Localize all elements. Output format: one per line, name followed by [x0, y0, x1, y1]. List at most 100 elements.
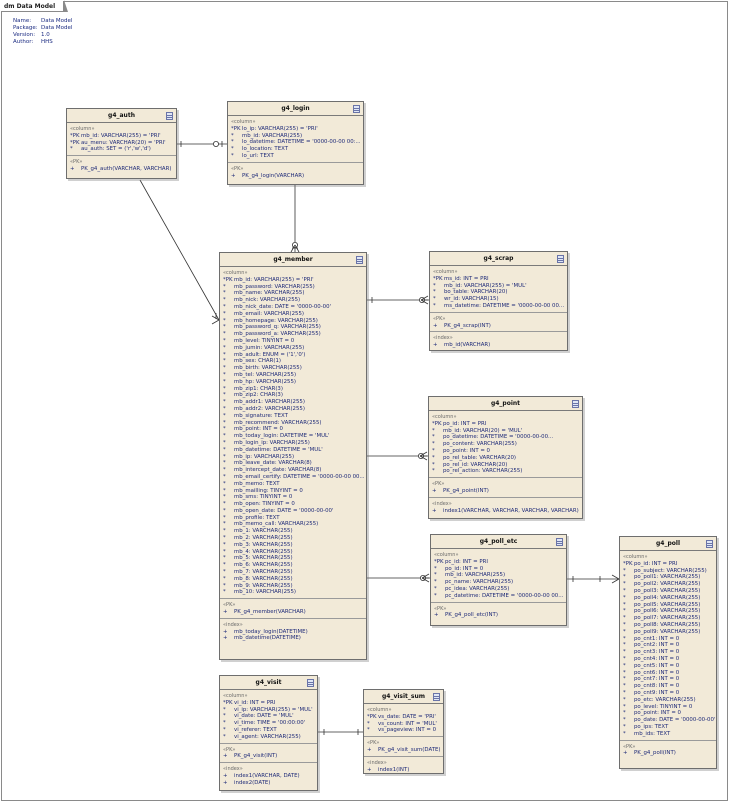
attribute-marker: *PK [623, 560, 633, 567]
attribute-text: po_id: INT = PRI [443, 420, 487, 427]
entity-attribute: *lo_datetime: DATETIME = '0000-00-00 00:… [231, 139, 361, 146]
entity-attribute: *po_point: INT = 0 [432, 448, 579, 455]
attribute-text: mb_id: VARCHAR(255) = 'MUL' [444, 282, 527, 289]
entity-attribute: *po_point: INT = 0 [623, 710, 713, 717]
attribute-marker: * [223, 514, 226, 521]
table-icon [433, 693, 440, 701]
attribute-marker: * [433, 282, 436, 289]
attribute-marker: * [223, 324, 226, 331]
section-stereotype: «column» [70, 126, 95, 132]
section-stereotype: «column» [433, 269, 458, 275]
relationship-line [611, 574, 620, 580]
attribute-marker: * [223, 535, 226, 542]
attribute-text: mb_id(VARCHAR) [444, 342, 491, 349]
attribute-marker: * [432, 454, 435, 461]
attribute-marker: * [223, 365, 226, 372]
entity-section: «index»+index1(INT) [364, 757, 443, 773]
attribute-marker: * [433, 302, 436, 309]
attribute-text: pc_id: INT = PRI [445, 558, 488, 565]
attribute-text: po_point: INT = 0 [634, 710, 681, 717]
section-stereotype: «PK» [231, 165, 244, 172]
attribute-text: po_cnt1: INT = 0 [634, 635, 680, 642]
entity-attribute: +index2(DATE) [223, 780, 314, 787]
entity-attribute: *mb_recommend: VARCHAR(255) [223, 420, 363, 427]
attribute-marker: * [623, 662, 626, 669]
section-stereotype: «index» [432, 500, 452, 507]
attribute-text: bo_table: VARCHAR(20) [444, 289, 508, 296]
entity-section: «PK»+PK_g4_poll_etc(INT) [431, 603, 566, 622]
attribute-marker: * [223, 473, 226, 480]
attribute-text: po_poll3: VARCHAR(255) [634, 587, 701, 594]
attribute-marker: * [223, 575, 226, 582]
entity-attribute: *po_poll3: VARCHAR(255) [623, 588, 713, 595]
attribute-text: PK_g4_scrap(INT) [444, 322, 491, 329]
entity-title: g4_scrap [430, 252, 567, 266]
entity-attribute: *vs_pageview: INT = 0 [367, 727, 440, 734]
attribute-marker: * [223, 392, 226, 399]
entity-attribute: *vi_date: DATE = 'MUL' [223, 713, 314, 720]
attribute-text: PK_g4_login(VARCHAR) [242, 172, 305, 179]
attribute-text: mb_id: VARCHAR(255) = 'PRI' [81, 132, 161, 139]
attribute-text: po_poll5: VARCHAR(255) [634, 601, 701, 608]
entity-title-text: g4_scrap [483, 255, 514, 262]
attribute-marker: * [623, 655, 626, 662]
attribute-text: mb_password_a: VARCHAR(255) [234, 331, 321, 338]
entity-attribute: *mb_zip1: CHAR(3) [223, 386, 363, 393]
attribute-text: index1(VARCHAR, VARCHAR, VARCHAR, VARCHA… [443, 507, 579, 514]
attribute-marker: * [432, 427, 435, 434]
entity-attribute: +index1(VARCHAR, VARCHAR, VARCHAR, VARCH… [432, 508, 579, 515]
entity-attribute: *po_poll9: VARCHAR(255) [623, 629, 713, 636]
attribute-marker: * [223, 337, 226, 344]
entity-attribute: *po_poll1: VARCHAR(255) [623, 574, 713, 581]
attribute-text: mb_addr1: VARCHAR(255) [234, 399, 305, 406]
attribute-text: mb_password: VARCHAR(255) [234, 283, 315, 290]
attribute-marker: * [223, 569, 226, 576]
attribute-text: PK_g4_member(VARCHAR) [234, 609, 306, 616]
attribute-marker: * [223, 351, 226, 358]
entity-attribute: *mb_point: INT = 0 [223, 426, 363, 433]
attribute-marker: + [223, 779, 228, 786]
section-stereotype: «PK» [223, 746, 236, 753]
entity-attribute: *mb_jumin: VARCHAR(255) [223, 345, 363, 352]
table-icon [307, 679, 314, 687]
attribute-marker: + [434, 612, 439, 619]
attribute-marker: * [623, 669, 626, 676]
attribute-text: lo_url: TEXT [242, 152, 274, 159]
entity-section: «PK»+PK_g4_auth(VARCHAR, VARCHAR) [67, 156, 176, 175]
attribute-text: index1(INT) [378, 766, 410, 773]
attribute-text: mb_adult: ENUM = ('1','0') [234, 351, 306, 358]
attribute-text: index1(VARCHAR, DATE) [234, 772, 300, 779]
attribute-marker: * [223, 480, 226, 487]
attribute-marker: *PK [70, 132, 80, 139]
attribute-marker: + [433, 342, 438, 349]
relationship-line [420, 299, 429, 305]
attribute-marker: * [623, 723, 626, 730]
attribute-text: mb_10: VARCHAR(255) [234, 589, 297, 596]
entity-attribute: *mb_signature: TEXT [223, 413, 363, 420]
attribute-marker: * [223, 303, 226, 310]
entity-title-text: g4_point [490, 400, 521, 407]
attribute-marker: * [433, 296, 436, 303]
section-stereotype: «PK» [432, 481, 445, 488]
attribute-text: ms_id: INT = PRI [444, 275, 489, 282]
attribute-text: mb_intercept_date: VARCHAR(8) [234, 467, 322, 474]
attribute-marker: * [623, 730, 626, 737]
attribute-marker: * [223, 412, 226, 419]
attribute-marker: * [223, 528, 226, 535]
attribute-text: po_cnt3: INT = 0 [634, 649, 680, 656]
section-stereotype: «column» [223, 270, 248, 276]
attribute-marker: * [223, 399, 226, 406]
